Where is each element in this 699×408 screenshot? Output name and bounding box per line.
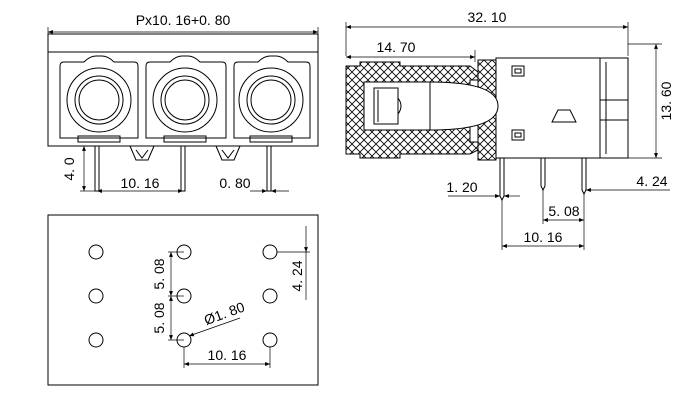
pitch-label: 10. 16 xyxy=(524,229,563,245)
front-view: Px10. 16+0. 80 xyxy=(47,12,319,193)
separator-notch xyxy=(221,149,235,159)
screw-detail xyxy=(514,132,522,138)
depth-label: 14. 70 xyxy=(377,39,416,55)
pcb-hole xyxy=(88,332,104,348)
separator-foot xyxy=(215,145,241,161)
pcb-hole xyxy=(88,288,104,304)
pcb-hole xyxy=(88,244,104,260)
pcb-hole xyxy=(262,244,278,260)
pin xyxy=(499,158,505,202)
plug-cavity xyxy=(363,81,499,131)
screw-detail xyxy=(511,129,525,141)
front-width-label: Px10. 16+0. 80 xyxy=(136,12,231,28)
pcb-layout: 5. 08 5. 08 4. 24 Ø1. 80 10. 16 xyxy=(47,214,319,386)
height-label: 13. 60 xyxy=(658,81,674,120)
pitch-label: 10. 16 xyxy=(121,175,160,191)
pin-width-label: 0. 80 xyxy=(219,175,250,191)
pin-height-label: 4. 0 xyxy=(61,157,77,181)
pcb-hole xyxy=(262,288,278,304)
terminal-cell xyxy=(59,55,139,143)
side-view: 32. 10 14. 70 13. 60 xyxy=(345,9,674,250)
screw-detail xyxy=(511,65,525,77)
pin xyxy=(581,158,587,196)
pin xyxy=(94,145,100,192)
row-label-upper: 5. 08 xyxy=(151,258,167,289)
pitch-label: 10. 16 xyxy=(208,347,247,363)
terminal-cell xyxy=(145,55,227,143)
hole-leader xyxy=(188,317,241,337)
pin-dia-label: 1. 20 xyxy=(446,179,477,195)
pin xyxy=(266,145,272,192)
pcb-hole xyxy=(262,332,278,348)
row-label-lower: 5. 08 xyxy=(151,302,167,333)
screw-detail xyxy=(514,68,522,74)
pcb-outline xyxy=(47,214,319,386)
separator-foot xyxy=(129,145,155,161)
pin xyxy=(540,158,546,192)
plug-insert xyxy=(373,87,399,125)
plug-contact xyxy=(397,97,402,115)
offset-label: 4. 24 xyxy=(636,173,667,189)
terminal-cell xyxy=(233,55,311,143)
row-label: 5. 08 xyxy=(548,203,579,219)
side-housing xyxy=(495,57,629,159)
separator-notch xyxy=(135,149,149,159)
overall-length-label: 32. 10 xyxy=(468,9,507,25)
front-body xyxy=(47,33,319,147)
pin xyxy=(180,145,186,192)
edge-label: 4. 24 xyxy=(289,260,305,291)
clamp-detail xyxy=(551,109,577,123)
